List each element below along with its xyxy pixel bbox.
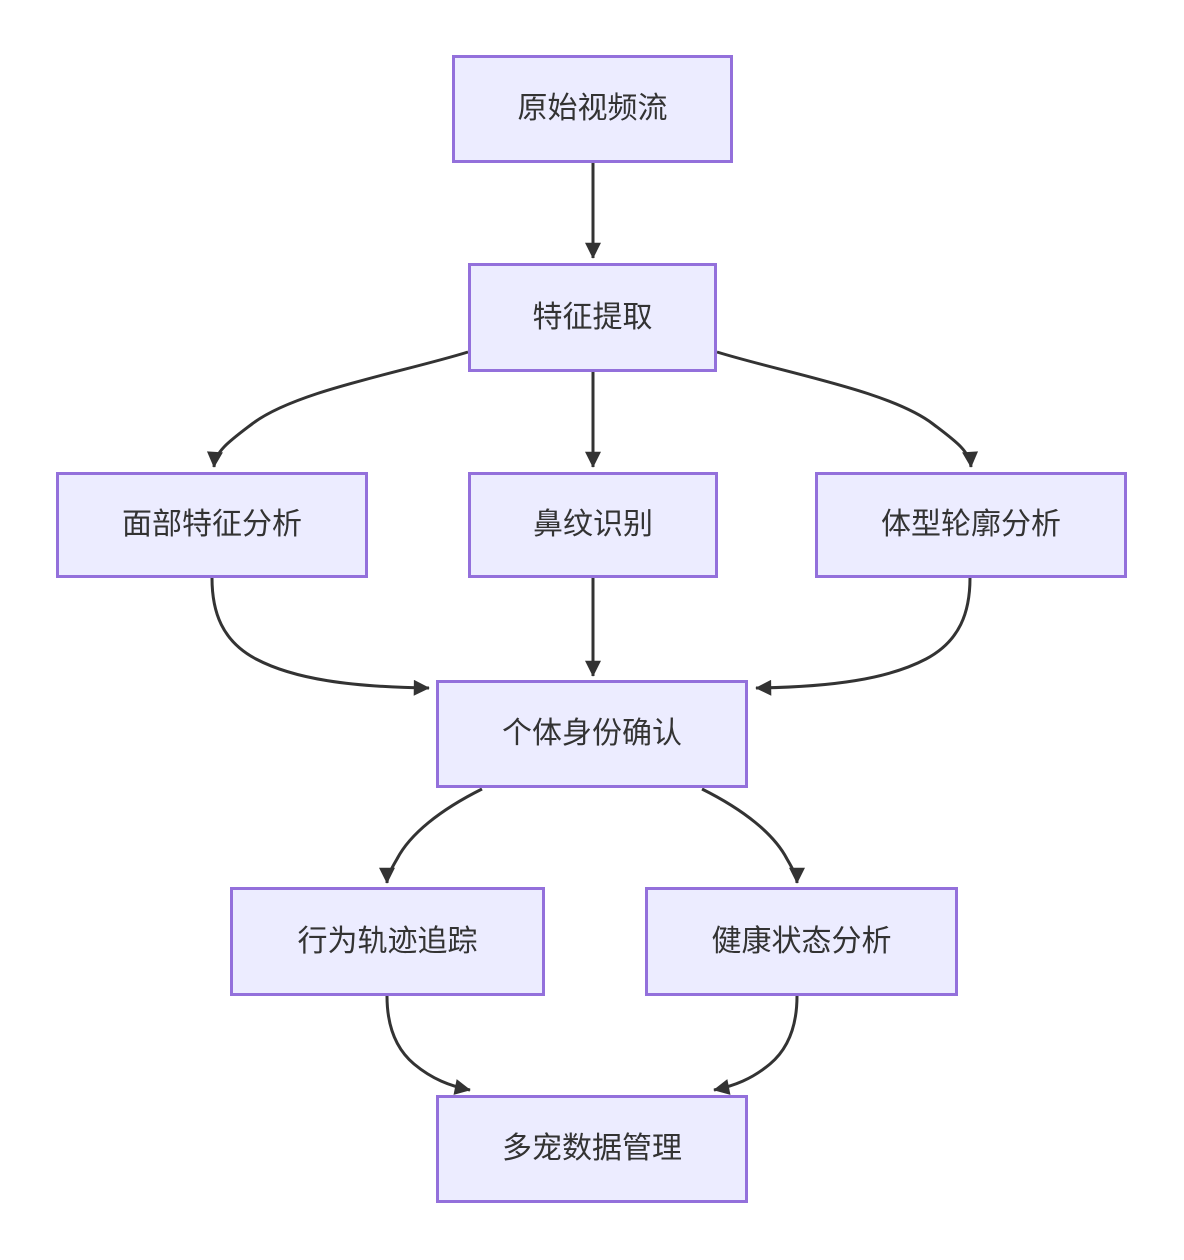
edge-identity-to-behavior-track xyxy=(379,787,483,884)
node-behavior-track-tracing: 行为轨迹追踪 xyxy=(230,887,545,996)
node-multi-pet-data-management: 多宠数据管理 xyxy=(436,1095,748,1203)
edge-facial-feature-to-identity xyxy=(210,577,430,696)
node-facial-feature-analysis: 面部特征分析 xyxy=(56,472,368,578)
node-feature-extraction: 特征提取 xyxy=(468,263,717,372)
node-raw-video-stream: 原始视频流 xyxy=(452,55,733,163)
edge-health-status-to-data-management xyxy=(713,995,799,1095)
edge-behavior-track-to-data-management xyxy=(385,995,471,1095)
node-health-status-analysis: 健康状态分析 xyxy=(645,887,958,996)
edge-feature-extraction-to-body-contour xyxy=(716,350,979,468)
edge-identity-to-health-status xyxy=(701,787,805,884)
node-nose-print-recognition: 鼻纹识别 xyxy=(468,472,718,578)
edge-body-contour-to-identity xyxy=(755,577,972,696)
node-body-contour-analysis: 体型轮廓分析 xyxy=(815,472,1127,578)
edge-feature-extraction-to-facial-feature xyxy=(206,350,469,468)
node-identity-confirmation: 个体身份确认 xyxy=(436,680,748,788)
